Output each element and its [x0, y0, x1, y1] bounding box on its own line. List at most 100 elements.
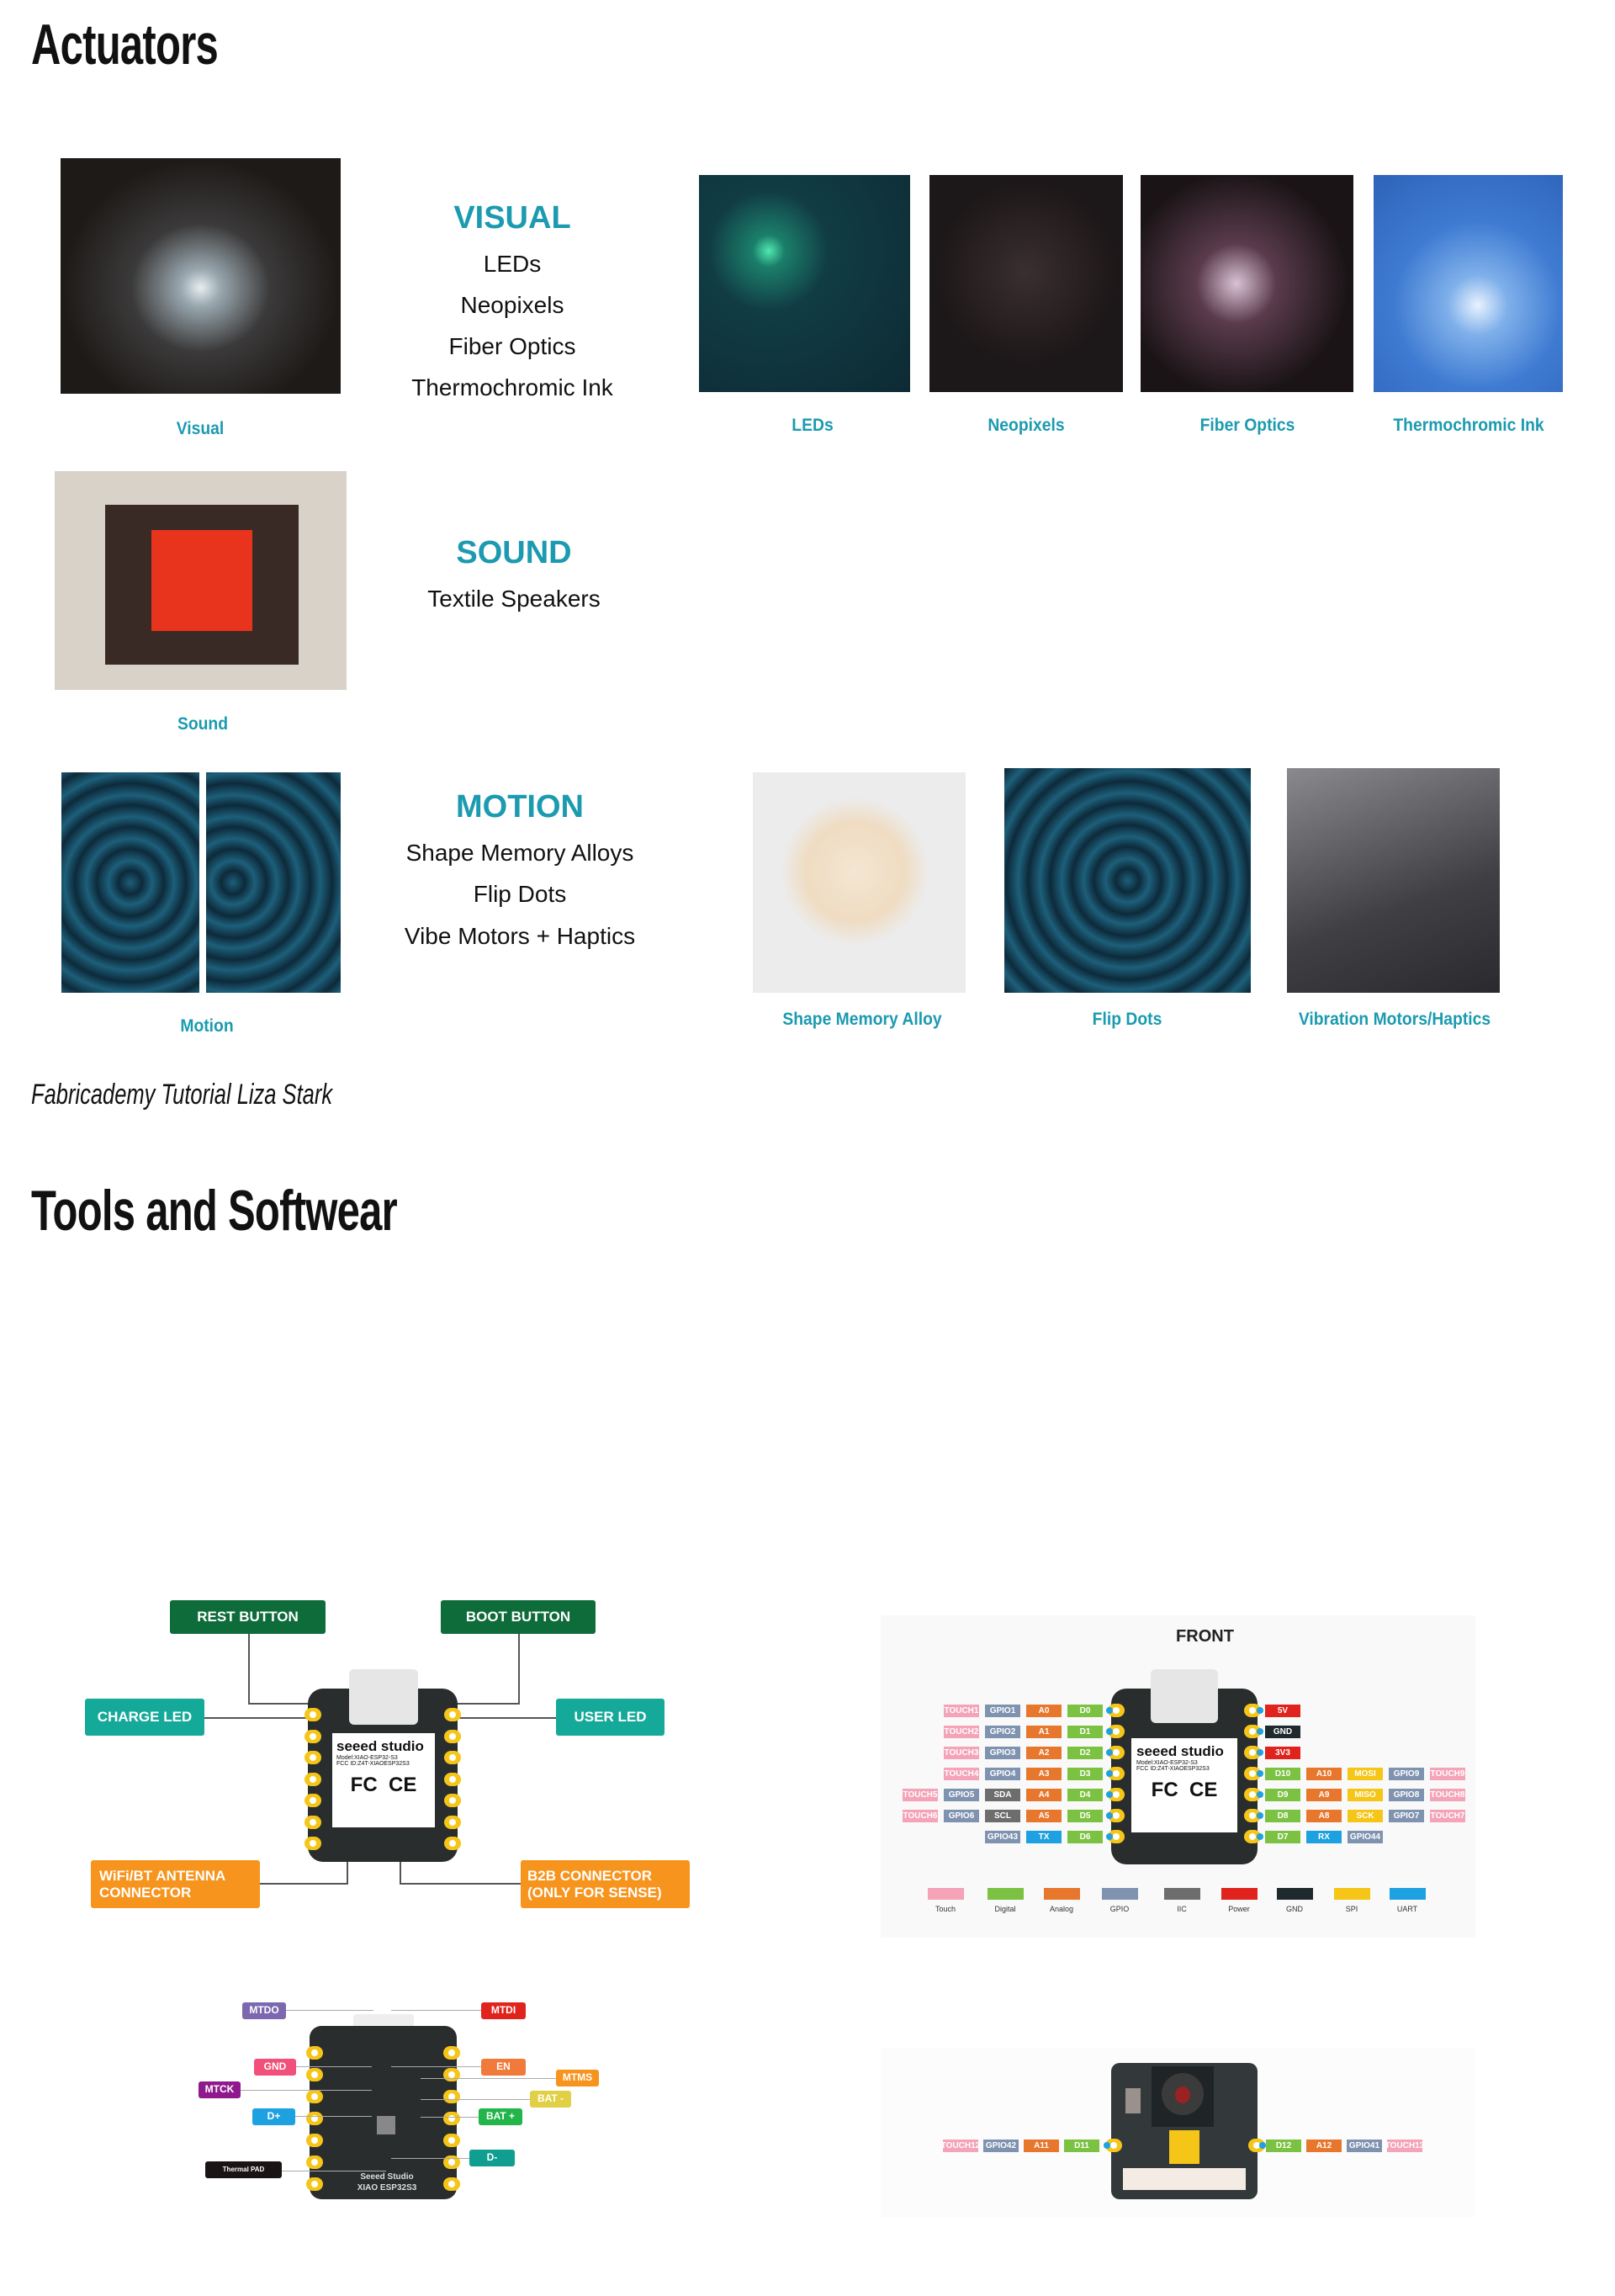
leds-caption: LEDs [792, 416, 834, 435]
pin-pad [304, 1751, 321, 1764]
pin-label-touch: TOUCH6 [903, 1810, 938, 1822]
pin-dot [1257, 1728, 1263, 1735]
usb-c-connector [349, 1669, 418, 1725]
pin-label-gpio: GPIO5 [944, 1789, 979, 1801]
pin-label-spi: SCK [1348, 1810, 1383, 1822]
pin-pad [1108, 1704, 1125, 1717]
visual-item: Fiber Optics [448, 333, 576, 359]
pin-label-iic: SCL [985, 1810, 1020, 1822]
visual-item: Neopixels [460, 292, 564, 318]
pin-pad [443, 2155, 460, 2169]
fiber-optics-image [1141, 175, 1353, 392]
pin-label-analog: A9 [1306, 1789, 1342, 1801]
batm-pin-label: BAT - [530, 2091, 571, 2108]
thermochromic-ink-caption: Thermochromic Ink [1393, 416, 1544, 435]
pin-label-power: 5V [1265, 1705, 1300, 1717]
visual-dress-image [61, 158, 341, 394]
flip-dots-caption: Flip Dots [1092, 1010, 1162, 1029]
front-board-fcc: FCC ID:Z4T-XIAOESP32S3 [1136, 1766, 1210, 1772]
pin-label-spi: MOSI [1348, 1768, 1383, 1780]
pin-pad [1244, 1788, 1261, 1801]
pin-label-analog: A3 [1026, 1768, 1062, 1780]
mtck-pin-label: MTCK [199, 2081, 241, 2098]
rest-button-label: REST BUTTON [170, 1600, 326, 1634]
pin-pad [1244, 1809, 1261, 1822]
pin-label-analog: A10 [1306, 1768, 1342, 1780]
pin-pad [443, 2046, 460, 2060]
sound-caption: Sound [177, 714, 229, 734]
legend-swatch-gpio [1102, 1888, 1138, 1900]
pin-label-touch: TOUCH12 [943, 2140, 978, 2152]
gnd-pin-label: GND [254, 2059, 296, 2076]
section-title-actuators: Actuators [31, 13, 219, 77]
legend-label: Digital [994, 1905, 1016, 1913]
pin-label-gpio: GPIO44 [1348, 1831, 1383, 1843]
neopixels-caption: Neopixels [988, 416, 1065, 435]
fiber-optics-caption: Fiber Optics [1199, 416, 1295, 435]
pin-pad [444, 1729, 461, 1743]
pin-pad [443, 2068, 460, 2081]
pin-label-analog: A4 [1026, 1789, 1062, 1801]
board-fcc: FCC ID:Z4T-XIAOESP32S3 [336, 1761, 410, 1767]
pin-label-gpio: GPIO2 [985, 1726, 1020, 1738]
legend-swatch-digital [988, 1888, 1024, 1900]
pin-pad [1244, 1746, 1261, 1759]
legend-swatch-analog [1044, 1888, 1080, 1900]
legend-swatch-spi [1334, 1888, 1370, 1900]
front-usb-c-connector [1151, 1669, 1218, 1723]
pin-pad [1108, 1788, 1125, 1801]
pin-pad [304, 1729, 321, 1743]
front-board-model: Model:XIAO-ESP32-S3 [1136, 1760, 1198, 1766]
visual-caption: Visual [176, 419, 225, 438]
pin-pad [304, 1815, 321, 1829]
pin-label-gpio: GPIO4 [985, 1768, 1020, 1780]
batp-pin-label: BAT + [479, 2108, 522, 2125]
shape-memory-alloy-caption: Shape Memory Alloy [782, 1010, 942, 1029]
pin-label-analog: A5 [1026, 1810, 1062, 1822]
pin-pad [444, 1751, 461, 1764]
pin-pad [306, 2177, 323, 2191]
legend-label: Power [1228, 1905, 1250, 1913]
pin-label-gpio: GPIO41 [1347, 2140, 1382, 2152]
legend-label: Analog [1049, 1905, 1074, 1913]
en-pin-label: EN [481, 2059, 526, 2076]
pin-pad [304, 1772, 321, 1786]
pin-label-gpio: GPIO3 [985, 1747, 1020, 1759]
legend-label: UART [1396, 1905, 1418, 1913]
visual-item: Thermochromic Ink [411, 374, 613, 400]
charge-led-label: CHARGE LED [85, 1699, 204, 1736]
dp-pin-label: D+ [252, 2108, 295, 2125]
pin-label-uart: RX [1306, 1831, 1342, 1843]
pin-pad [306, 2134, 323, 2147]
pin-dot [1257, 1812, 1263, 1819]
sound-textile-speaker-image [55, 471, 347, 690]
pin-pad [443, 2177, 460, 2191]
pin-label-gnd: GND [1265, 1726, 1300, 1738]
legend-swatch-touch [928, 1888, 964, 1900]
pin-label-analog: A1 [1026, 1726, 1062, 1738]
thermal-pad [377, 2116, 395, 2134]
pin-label-gpio: GPIO7 [1389, 1810, 1424, 1822]
legend-swatch-uart [1390, 1888, 1426, 1900]
flip-dots-image [1004, 768, 1251, 993]
motion-image-right [206, 772, 341, 993]
back-board-brand: Seeed Studio [360, 2172, 414, 2182]
legend-swatch-power [1221, 1888, 1258, 1900]
back-board [310, 2026, 457, 2199]
board-brand: seeed studio [336, 1738, 424, 1754]
pin-label-touch: TOUCH5 [903, 1789, 938, 1801]
pin-label-gpio: GPIO42 [983, 2140, 1019, 2152]
user-led-label: USER LED [556, 1699, 665, 1736]
b2b-connector-label: B2B CONNECTOR (ONLY FOR SENSE) [521, 1860, 690, 1908]
legend-label: SPI [1345, 1905, 1358, 1913]
pin-pad [306, 2068, 323, 2081]
neopixels-image [929, 175, 1123, 392]
mtdo-pin-label: MTDO [242, 2002, 286, 2019]
visual-item: LEDs [483, 251, 542, 277]
pin-label-touch: TOUCH8 [1430, 1789, 1465, 1801]
sound-heading: SOUND [456, 535, 572, 570]
pin-dot [1106, 1770, 1113, 1777]
pin-pad [1108, 1767, 1125, 1780]
section-title-tools: Tools and Softwear [31, 1179, 398, 1243]
pin-dot [1106, 1812, 1113, 1819]
